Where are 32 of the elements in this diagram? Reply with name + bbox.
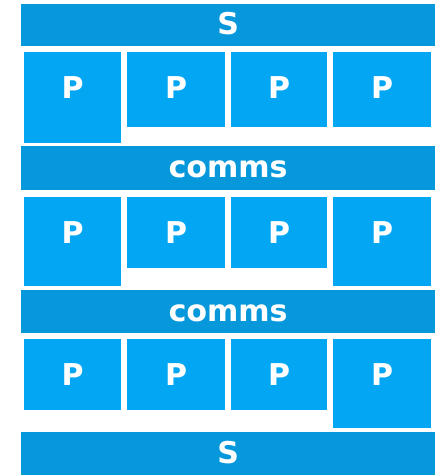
process-box — [24, 339, 121, 410]
node-label: P — [165, 74, 187, 104]
node-label: P — [62, 74, 84, 104]
process-box — [24, 197, 121, 286]
process-box — [231, 197, 327, 268]
node-label: S — [217, 10, 239, 40]
process-box — [333, 339, 431, 428]
process-box — [231, 339, 327, 410]
node-label: P — [371, 361, 393, 391]
process-box — [333, 197, 431, 286]
band — [21, 4, 435, 46]
node-label: comms — [168, 153, 288, 183]
process-box — [127, 339, 225, 410]
node-label: P — [165, 219, 187, 249]
band — [21, 146, 435, 190]
process-box — [333, 52, 431, 127]
node-label: S — [217, 438, 239, 468]
band — [21, 290, 435, 333]
process-box — [231, 52, 327, 127]
node-label: P — [62, 361, 84, 391]
node-label: P — [268, 361, 290, 391]
node-label: P — [371, 74, 393, 104]
band — [21, 432, 435, 475]
node-label: P — [165, 361, 187, 391]
process-box — [127, 52, 225, 127]
node-label: comms — [168, 296, 288, 326]
node-label: P — [268, 219, 290, 249]
node-label: P — [62, 219, 84, 249]
node-label: P — [268, 74, 290, 104]
process-box — [127, 197, 225, 268]
node-label: P — [371, 219, 393, 249]
process-box — [24, 52, 121, 143]
